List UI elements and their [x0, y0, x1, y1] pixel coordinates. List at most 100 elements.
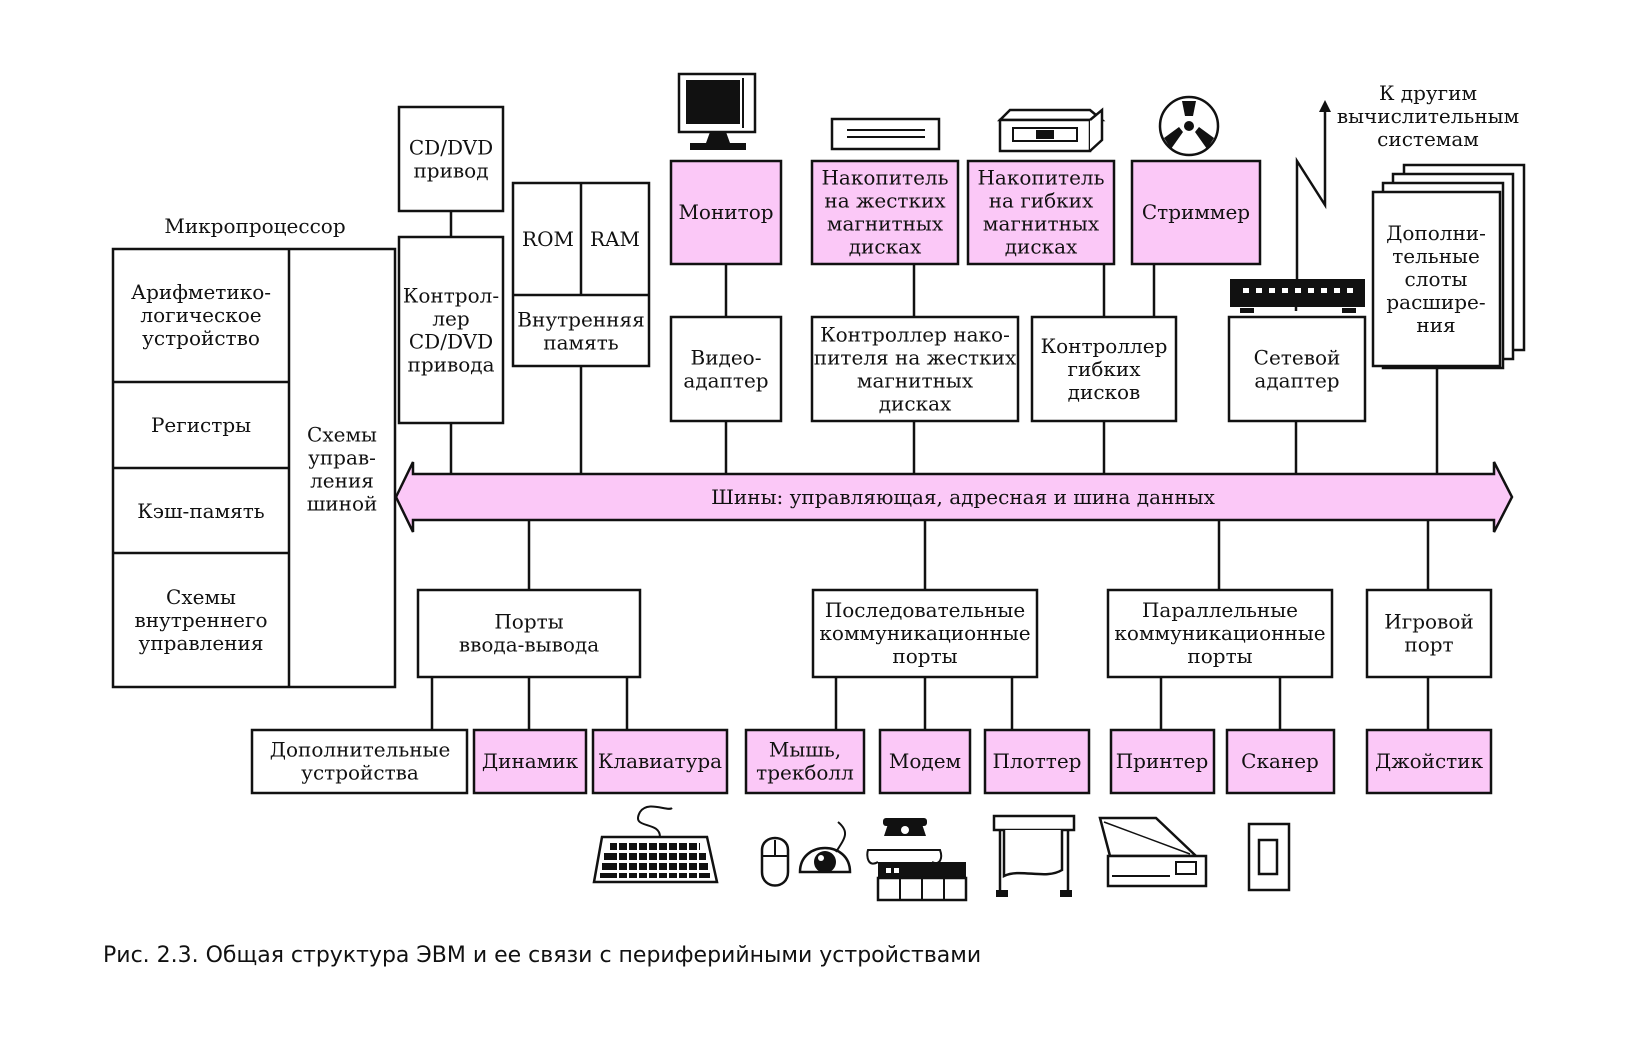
- label-line: коммуникационные: [819, 621, 1030, 645]
- speaker-label: Динамик: [482, 749, 579, 773]
- label-line: память: [543, 331, 618, 355]
- label-line: дисках: [879, 392, 952, 416]
- monitor-label: Монитор: [678, 200, 773, 224]
- label-line: Монитор: [678, 200, 773, 224]
- label-line: устройство: [142, 326, 260, 350]
- streamer-label: Стриммер: [1142, 200, 1250, 224]
- label-line: Последовательные: [825, 598, 1025, 622]
- label-line: Внутренняя: [517, 308, 644, 332]
- system-bus: Шины: управляющая, адресная и шина данны…: [394, 461, 1514, 533]
- label-line: внутреннего: [134, 608, 267, 632]
- hdd-icon: [830, 117, 941, 151]
- label-line: управ-: [308, 446, 376, 470]
- label-line: ввода-вывода: [459, 633, 599, 657]
- rom-label: ROM: [522, 227, 574, 251]
- mouse-label: Мышь,трекболл: [756, 738, 854, 785]
- label-line: Модем: [889, 749, 961, 773]
- label-line: Регистры: [151, 413, 251, 437]
- label-line: Мышь,: [769, 738, 841, 762]
- label-line: Порты: [494, 610, 563, 634]
- video-group: Монитор Видео-адаптер: [669, 159, 783, 423]
- tape-reel-icon: [1158, 95, 1220, 157]
- streamer-group: Стриммер: [1130, 159, 1262, 266]
- label-line: гибких: [1068, 357, 1142, 381]
- label-line: Клавиатура: [598, 749, 722, 773]
- label-line: Стриммер: [1142, 200, 1250, 224]
- joystick-label: Джойстик: [1375, 749, 1484, 773]
- label-line: Джойстик: [1375, 749, 1484, 773]
- label-line: тельные: [1392, 244, 1480, 268]
- label-line: Контроллер нако-: [820, 323, 1010, 347]
- scanner-label: Сканер: [1241, 749, 1319, 773]
- video-adapter-label: Видео-адаптер: [683, 346, 768, 393]
- label-line: на гибких: [989, 189, 1094, 213]
- scanner-icon: [1098, 816, 1208, 888]
- label-line: шиной: [307, 492, 378, 516]
- label-line: системам: [1377, 127, 1479, 151]
- mouse-trackball-icon: [760, 821, 852, 887]
- label-line: CD/DVD: [409, 136, 493, 160]
- joystick-icon: [1247, 822, 1291, 892]
- label-line: ления: [310, 469, 374, 493]
- label-line: Накопитель: [977, 166, 1104, 190]
- plotter-icon: [992, 814, 1076, 897]
- label-line: адаптер: [1254, 369, 1339, 393]
- monitor-icon: [677, 72, 757, 150]
- label-line: магнитных: [827, 212, 944, 236]
- label-line: Динамик: [482, 749, 579, 773]
- label-line: Принтер: [1116, 749, 1209, 773]
- label-line: Арифметико-: [131, 280, 271, 304]
- figure-caption: Рис. 2.3. Общая структура ЭВМ и ее связи…: [103, 943, 981, 968]
- keyboard-label: Клавиатура: [598, 749, 722, 773]
- label-line: слоты: [1405, 267, 1468, 291]
- label-line: Плоттер: [993, 749, 1082, 773]
- label-line: Контроллер: [1041, 334, 1168, 358]
- label-line: дисках: [849, 235, 922, 259]
- antenna-icon: [1295, 100, 1331, 280]
- label-line: коммуникационные: [1114, 621, 1325, 645]
- label-line: Сканер: [1241, 749, 1319, 773]
- label-line: Контрол-: [403, 284, 499, 308]
- label-line: логическое: [140, 303, 261, 327]
- label-line: Схемы: [307, 423, 377, 447]
- label-line: порт: [1404, 633, 1453, 657]
- registers-label: Регистры: [151, 413, 251, 437]
- label-line: Параллельные: [1142, 598, 1298, 622]
- label-line: вычислительным: [1337, 104, 1519, 128]
- label-line: порты: [892, 644, 957, 668]
- network-hub-icon: [1230, 279, 1365, 313]
- telephone-modem-icon: [866, 818, 968, 902]
- label-line: порты: [1187, 644, 1252, 668]
- label-line: К другим: [1379, 81, 1477, 105]
- label-line: адаптер: [683, 369, 768, 393]
- modem-label: Модем: [889, 749, 961, 773]
- label-line: лер: [432, 307, 469, 331]
- label-line: расшире-: [1386, 290, 1485, 314]
- label-line: дисках: [1005, 235, 1078, 259]
- fdd-icon: [996, 107, 1106, 153]
- label-line: привода: [407, 353, 494, 377]
- label-line: трекболл: [756, 761, 854, 785]
